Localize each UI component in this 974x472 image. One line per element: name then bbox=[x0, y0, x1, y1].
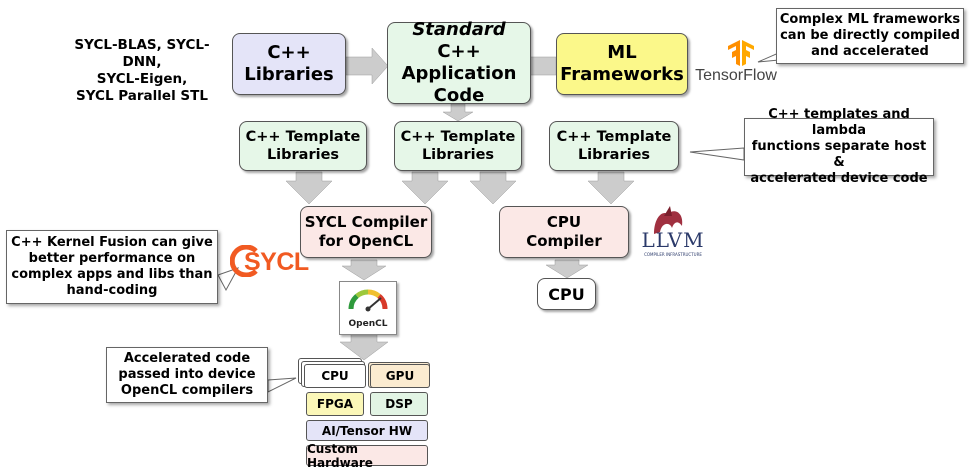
ml-frameworks-box: ML Frameworks bbox=[556, 33, 688, 95]
device-dsp: DSP bbox=[370, 392, 428, 416]
template-libraries-box: C++ Template Libraries bbox=[239, 121, 367, 171]
template-callout: C++ templates and lambda functions separ… bbox=[744, 107, 934, 186]
device-gpu: GPU bbox=[370, 364, 430, 388]
kernel-callout-pointer bbox=[217, 267, 240, 292]
arrow-sycl-to-opencl bbox=[341, 259, 387, 281]
device-cpu: CPU bbox=[304, 364, 366, 388]
template-callout-pointer bbox=[689, 147, 745, 161]
arrow-opencl-to-devices bbox=[339, 333, 389, 361]
arrow-template2-to-sycl bbox=[401, 171, 449, 205]
sycl-swirl-icon bbox=[230, 245, 258, 277]
arrow-app-to-template bbox=[442, 103, 474, 122]
sycl-logo: SYCL bbox=[230, 243, 314, 281]
tensorflow-icon bbox=[728, 40, 754, 66]
llvm-logo: LLVM COMPILER INFRASTRUCTURE bbox=[636, 204, 710, 260]
arrow-cpucompiler-to-cpu bbox=[545, 259, 589, 279]
tensorflow-logo: TensorFlow bbox=[694, 40, 777, 88]
application-code-box: Standard C++ Application Code bbox=[387, 19, 531, 106]
cpu-target-box: CPU bbox=[537, 278, 596, 310]
template-libraries-box: C++ Template Libraries bbox=[549, 121, 679, 171]
ml-callout: Complex ML frameworks can be directly co… bbox=[776, 8, 964, 64]
sycl-compiler-box: SYCL Compiler for OpenCL bbox=[300, 206, 432, 258]
cpu-compiler-box: CPU Compiler bbox=[499, 206, 629, 258]
opencl-badge: OpenCL bbox=[339, 281, 397, 335]
device-ai-tensor: AI/Tensor HW bbox=[306, 420, 428, 441]
device-fpga: FPGA bbox=[306, 392, 364, 416]
template-libraries-box: C++ Template Libraries bbox=[394, 121, 522, 171]
arrow-template1-to-sycl bbox=[285, 171, 333, 205]
devices-cluster: CPU GPU FPGA DSP AI/Tensor HW Custom Har… bbox=[298, 358, 438, 470]
arrow-template2-to-cpu bbox=[469, 171, 517, 205]
kernel-fusion-callout: C++ Kernel Fusion can give better perfor… bbox=[6, 230, 218, 304]
opencl-gauge-icon bbox=[348, 289, 388, 312]
device-custom-hardware: Custom Hardware bbox=[306, 442, 428, 470]
arrow-template3-to-cpu bbox=[587, 171, 635, 205]
accel-callout-pointer bbox=[267, 377, 297, 393]
accelerated-code-callout: Accelerated code passed into device Open… bbox=[106, 347, 268, 403]
cpp-libraries-box: C++ Libraries bbox=[232, 33, 346, 95]
sycl-libraries-note: SYCL-BLAS, SYCL-DNN, SYCL-Eigen, SYCL Pa… bbox=[74, 37, 210, 104]
dragon-icon bbox=[654, 206, 683, 234]
arrow-libraries-to-app bbox=[345, 47, 389, 85]
